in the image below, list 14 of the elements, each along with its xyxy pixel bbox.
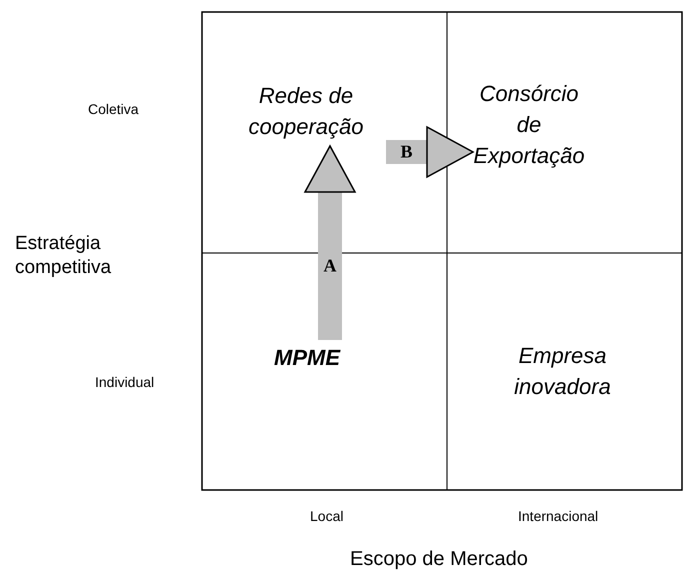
axis-title: Estratégia competitiva (15, 232, 112, 280)
axis-category-label: Coletiva (88, 101, 139, 117)
block-arrow (386, 126, 474, 178)
edge-label: A (324, 256, 336, 276)
edge-label: B (400, 142, 412, 162)
axis-category-label: Individual (95, 374, 154, 390)
quadrant-label: Redes de cooperação (220, 80, 392, 142)
block-arrow (304, 145, 356, 340)
quadrant-label: MPME (262, 342, 352, 370)
axis-category-label: Internacional (518, 508, 598, 524)
quadrant-label: Consórcio de Exportação (470, 78, 588, 171)
axis-category-label: Local (310, 508, 344, 524)
quadrant-label: Empresa inovadora (490, 340, 635, 402)
axis-title: Escopo de Mercado (350, 548, 528, 571)
